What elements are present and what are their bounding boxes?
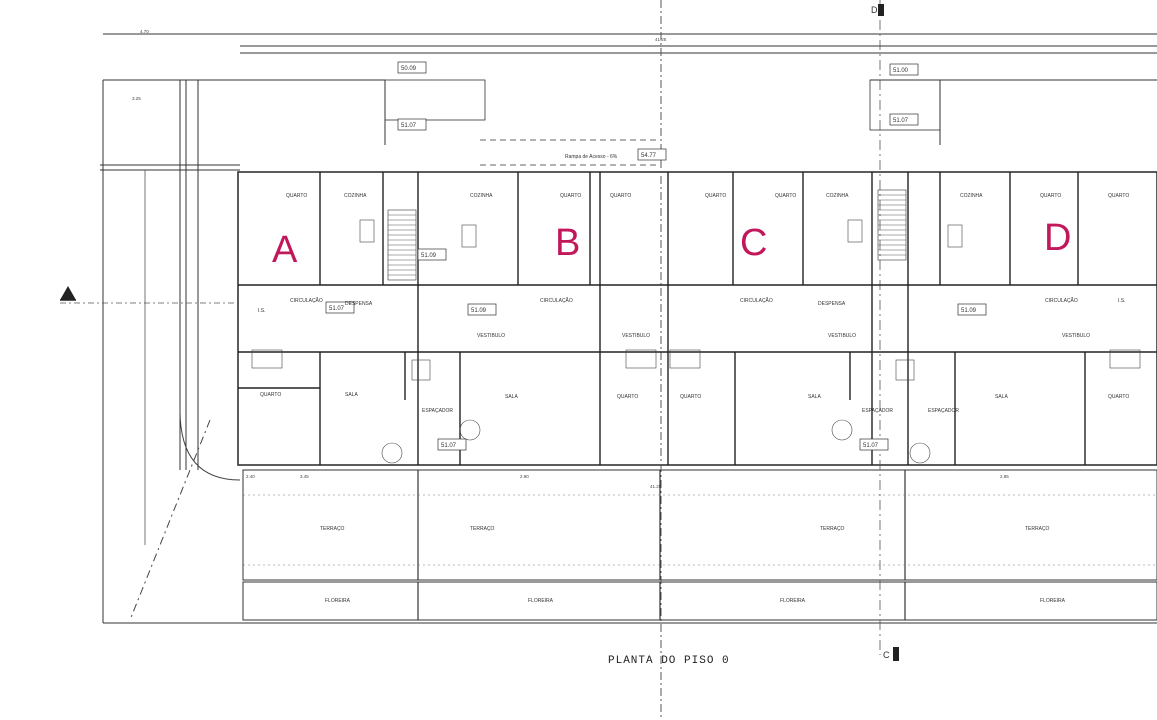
room-label-circ: CIRCULAÇÃO (740, 297, 773, 304)
level-tag-text: 51.09 (961, 308, 977, 314)
room-label-quarto: QUARTO (1108, 394, 1129, 400)
level-tag: 51.09 (957, 303, 987, 316)
unit-label-c: C (740, 222, 767, 264)
section-marker-bottom: C (883, 647, 899, 661)
room-label-vest: VESTIBULO (622, 333, 650, 339)
level-tag: 51.07 (397, 118, 427, 131)
room-label-wc: I.S. (1118, 298, 1126, 304)
level-tag: 51.07 (859, 438, 889, 451)
room-label-wc: I.S. (258, 308, 266, 314)
room-label-desp: DESPENSA (345, 301, 373, 307)
level-tag-text: 54.77 (641, 153, 657, 159)
room-label-sala: SALA (345, 392, 358, 398)
room-label-circ: CIRCULAÇÃO (540, 297, 573, 304)
room-label-sala: SALA (808, 394, 821, 400)
level-tag: 51.07 (325, 301, 355, 314)
room-label-quarto: QUARTO (610, 193, 631, 199)
section-marker-top-letter: D (871, 5, 878, 15)
room-label-terraco: TERRAÇO (320, 526, 345, 532)
room-label-esp: ESPAÇADOR (928, 408, 959, 414)
level-tag: 51.07 (889, 113, 919, 126)
room-label-sala: SALA (505, 394, 518, 400)
room-label-esp: ESPAÇADOR (862, 408, 893, 414)
room-label-quarto: QUARTO (560, 193, 581, 199)
room-label-esp: ESPAÇADOR (422, 408, 453, 414)
room-label-floreira: FLOREIRA (325, 598, 351, 604)
level-tag-text: 51.00 (893, 68, 909, 74)
room-label-vest: VESTIBULO (1062, 333, 1090, 339)
room-label-terraco: TERRAÇO (1025, 526, 1050, 532)
room-label-floreira: FLOREIRA (1040, 598, 1066, 604)
level-tag-text: 51.09 (421, 253, 437, 259)
room-label-circ: CIRCULAÇÃO (290, 297, 323, 304)
ramp-label: Rampa de Acesso - 6% (565, 154, 618, 160)
room-label-floreira: FLOREIRA (528, 598, 554, 604)
dim-4: 3.45 (300, 474, 309, 479)
level-tag-text: 51.07 (863, 443, 879, 449)
room-label-sala: SALA (995, 394, 1008, 400)
room-label-cozinha: COZINHA (960, 193, 983, 199)
drawing-title: PLANTA DO PISO 0 (608, 655, 730, 667)
level-tag: 51.09 (467, 303, 497, 316)
room-label-cozinha: COZINHA (826, 193, 849, 199)
room-label-terraco: TERRAÇO (470, 526, 495, 532)
dim-mid-total: 41.25 (650, 484, 662, 489)
room-label-cozinha: COZINHA (470, 193, 493, 199)
level-tag-text: 51.07 (329, 306, 345, 312)
level-tag-text: 51.07 (441, 443, 457, 449)
room-label-circ: CIRCULAÇÃO (1045, 297, 1078, 304)
section-marker-bottom-letter: C (883, 650, 890, 660)
level-tag: 51.00 (889, 63, 919, 76)
room-label-quarto: QUARTO (775, 193, 796, 199)
dim-3: 2.40 (246, 474, 255, 479)
dim-left-2: 3.25 (132, 96, 141, 101)
level-tag: 51.09 (417, 248, 447, 261)
level-tag-text: 51.09 (471, 308, 487, 314)
north-arrow-icon (60, 286, 76, 301)
level-tag-text: 51.07 (893, 118, 909, 124)
room-label-quarto: QUARTO (286, 193, 307, 199)
room-label-desp: DESPENSA (818, 301, 846, 307)
level-tag: 51.07 (437, 438, 467, 451)
level-tag: 50.09 (397, 61, 427, 74)
room-label-quarto: QUARTO (705, 193, 726, 199)
room-label-cozinha: COZINHA (344, 193, 367, 199)
dim-6: 2.85 (1000, 474, 1009, 479)
dim-left-1: 4.70 (140, 29, 149, 34)
room-label-vest: VESTIBULO (477, 333, 505, 339)
dim-5: 2.90 (520, 474, 529, 479)
room-label-quarto: QUARTO (260, 392, 281, 398)
level-tag: 54.77 (637, 148, 667, 161)
unit-label-d: D (1044, 217, 1071, 259)
unit-label-b: B (555, 222, 580, 264)
room-label-quarto: QUARTO (617, 394, 638, 400)
room-label-vest: VESTIBULO (828, 333, 856, 339)
room-label-quarto: QUARTO (1108, 193, 1129, 199)
dim-top-total: 41.25 (655, 37, 667, 42)
room-label-quarto: QUARTO (1040, 193, 1061, 199)
room-label-floreira: FLOREIRA (780, 598, 806, 604)
unit-label-a: A (272, 229, 298, 271)
room-label-terraco: TERRAÇO (820, 526, 845, 532)
level-tag-text: 51.07 (401, 123, 417, 129)
section-marker-top: D (871, 4, 884, 16)
room-label-quarto: QUARTO (680, 394, 701, 400)
level-tag-text: 50.09 (401, 66, 417, 72)
